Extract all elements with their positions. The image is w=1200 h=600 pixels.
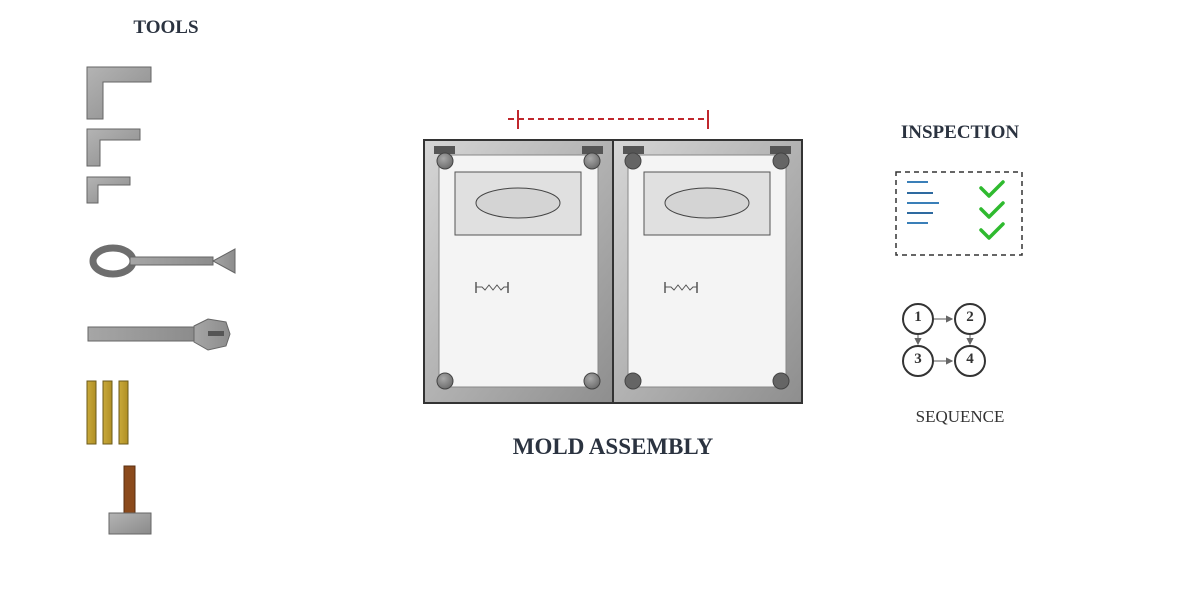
l-bracket-icon[interactable] (86, 66, 152, 120)
bolt-icon (772, 372, 790, 390)
mallet-icon[interactable] (108, 465, 152, 535)
step-1[interactable] (902, 303, 934, 335)
spring-icon (664, 282, 698, 293)
l-bracket-icon[interactable] (86, 128, 141, 167)
bolt-icon (436, 372, 454, 390)
step-4-label: 4 (966, 351, 974, 367)
bolt-icon (436, 152, 454, 170)
mold-half-left[interactable] (423, 139, 614, 404)
inspection-checklist[interactable] (890, 165, 1030, 265)
tools-panel (86, 66, 236, 535)
checklist-lines-icon (907, 181, 939, 224)
bolt-icon (583, 372, 601, 390)
step-1-label: 1 (914, 309, 922, 325)
mold-assembly-diagram (423, 110, 803, 404)
mold-assembly-heading: MOLD ASSEMBLY (512, 434, 714, 459)
step-2[interactable] (954, 303, 986, 335)
bolt-icon (772, 152, 790, 170)
bolt-icon (624, 372, 642, 390)
shim-bars-icon[interactable] (86, 380, 129, 445)
cavity (475, 187, 561, 219)
spring-icon (475, 282, 509, 293)
inspection-heading: INSPECTION (900, 122, 1020, 143)
sequence-heading: SEQUENCE (915, 407, 1005, 426)
step-2-label: 2 (966, 309, 974, 325)
bolt-icon (583, 152, 601, 170)
bolt-icon (624, 152, 642, 170)
step-3-label: 3 (914, 351, 922, 367)
l-bracket-icon[interactable] (86, 176, 131, 204)
hex-wrench-icon[interactable] (87, 318, 231, 351)
step-3[interactable] (902, 345, 934, 377)
checkmark-icon (979, 180, 1005, 240)
ring-punch-icon[interactable] (89, 244, 236, 278)
tools-heading: TOOLS (133, 17, 199, 38)
mold-half-right[interactable] (612, 139, 803, 404)
sequence-flow-diagram (902, 303, 986, 377)
cavity (664, 187, 750, 219)
step-4[interactable] (954, 345, 986, 377)
dimension-line (508, 110, 709, 129)
